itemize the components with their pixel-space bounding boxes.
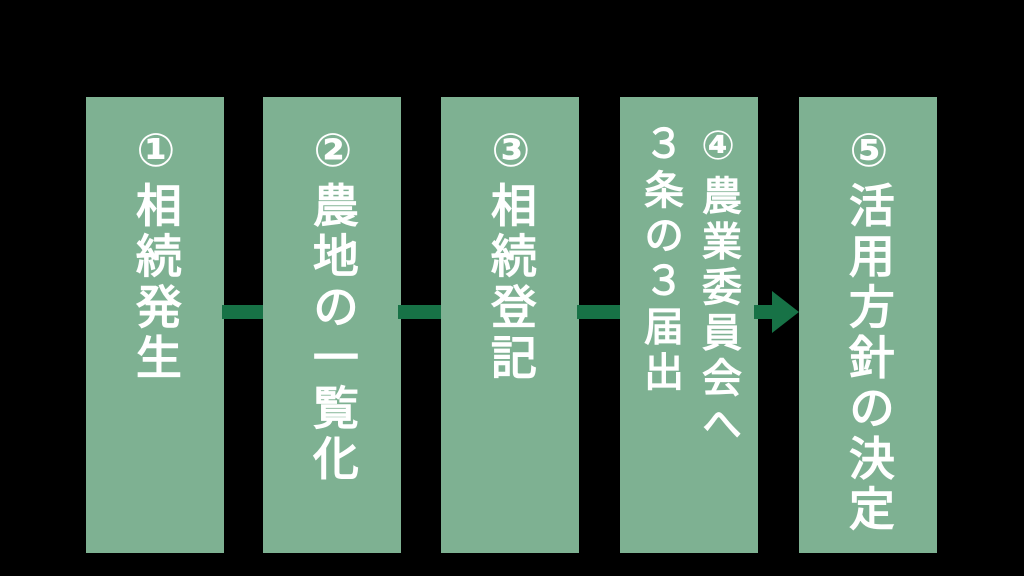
step-5-text: ⑤活用方針の決定 bbox=[838, 123, 898, 536]
step-text-line: ④農業委員会へ bbox=[695, 123, 741, 449]
step-column-2: ②農地の一覧化 bbox=[263, 97, 401, 553]
step-4-text: ④農業委員会へ ３条の３届出 bbox=[631, 123, 747, 448]
arrow-head bbox=[772, 291, 799, 333]
arrow-stem bbox=[754, 305, 772, 319]
step-text-line: ３条の３届出 bbox=[637, 123, 683, 397]
connector-bar-3 bbox=[577, 305, 622, 319]
step-column-4: ④農業委員会へ ３条の３届出 bbox=[620, 97, 758, 553]
arrow-right-icon bbox=[754, 291, 799, 333]
step-text-line: ③相続登記 bbox=[483, 123, 538, 384]
step-column-5: ⑤活用方針の決定 bbox=[799, 97, 937, 553]
step-column-1: ①相続発生 bbox=[86, 97, 224, 553]
step-text-line: ⑤活用方針の決定 bbox=[841, 123, 896, 536]
step-2-text: ②農地の一覧化 bbox=[302, 123, 362, 485]
connector-bar-2 bbox=[398, 305, 443, 319]
step-3-text: ③相続登記 bbox=[480, 123, 540, 384]
step-1-text: ①相続発生 bbox=[125, 123, 185, 384]
step-column-3: ③相続登記 bbox=[441, 97, 579, 553]
connector-bar-1 bbox=[222, 305, 265, 319]
step-text-line: ②農地の一覧化 bbox=[305, 123, 360, 486]
step-text-line: ①相続発生 bbox=[128, 123, 183, 384]
